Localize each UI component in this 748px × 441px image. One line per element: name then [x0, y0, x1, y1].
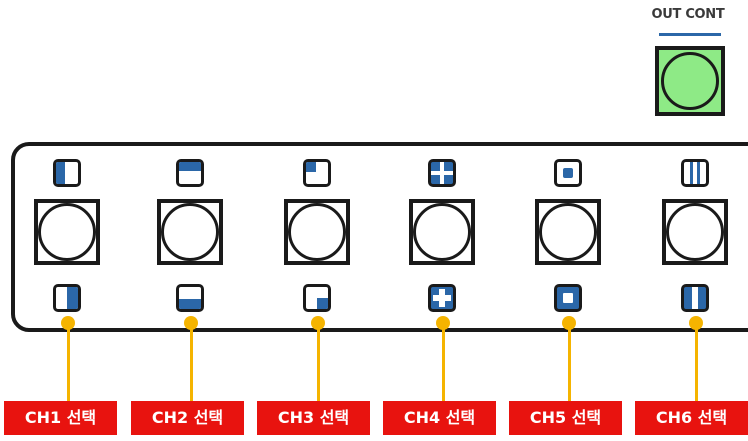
ch5-top-icon: [554, 159, 582, 187]
ch4-select-button[interactable]: [409, 199, 475, 265]
ch1-select-button[interactable]: [34, 199, 100, 265]
ch2-select-label[interactable]: CH2 선택: [131, 401, 244, 435]
ch2-connector-line: [190, 323, 193, 401]
ch4-connector-line: [442, 323, 445, 401]
out-cont-underline: [659, 33, 721, 36]
ch2-select-button[interactable]: [157, 199, 223, 265]
ch3-select-label[interactable]: CH3 선택: [257, 401, 370, 435]
ch1-top-icon: [53, 159, 81, 187]
ch1-bottom-icon[interactable]: [53, 284, 81, 312]
ch5-select-button[interactable]: [535, 199, 601, 265]
ch5-connector-line: [568, 323, 571, 401]
ch3-top-icon: [303, 159, 331, 187]
ch4-select-label[interactable]: CH4 선택: [383, 401, 496, 435]
ch2-top-icon: [176, 159, 204, 187]
out-cont-indicator: [661, 52, 719, 110]
ch5-bottom-icon[interactable]: [554, 284, 582, 312]
ch2-bottom-icon[interactable]: [176, 284, 204, 312]
ch4-bottom-icon[interactable]: [428, 284, 456, 312]
ch6-select-button[interactable]: [662, 199, 728, 265]
ch1-connector-line: [67, 323, 70, 401]
ch4-top-icon: [428, 159, 456, 187]
ch6-bottom-icon[interactable]: [681, 284, 709, 312]
ch3-select-button[interactable]: [284, 199, 350, 265]
ch3-bottom-icon[interactable]: [303, 284, 331, 312]
channel-panel: [11, 142, 748, 332]
ch6-select-label[interactable]: CH6 선택: [635, 401, 748, 435]
ch6-connector-line: [695, 323, 698, 401]
ch3-connector-line: [317, 323, 320, 401]
out-cont-button[interactable]: [655, 46, 725, 116]
ch6-top-icon: [681, 159, 709, 187]
ch1-select-label[interactable]: CH1 선택: [4, 401, 117, 435]
out-cont-label: OUT CONT: [651, 7, 725, 22]
ch5-select-label[interactable]: CH5 선택: [509, 401, 622, 435]
